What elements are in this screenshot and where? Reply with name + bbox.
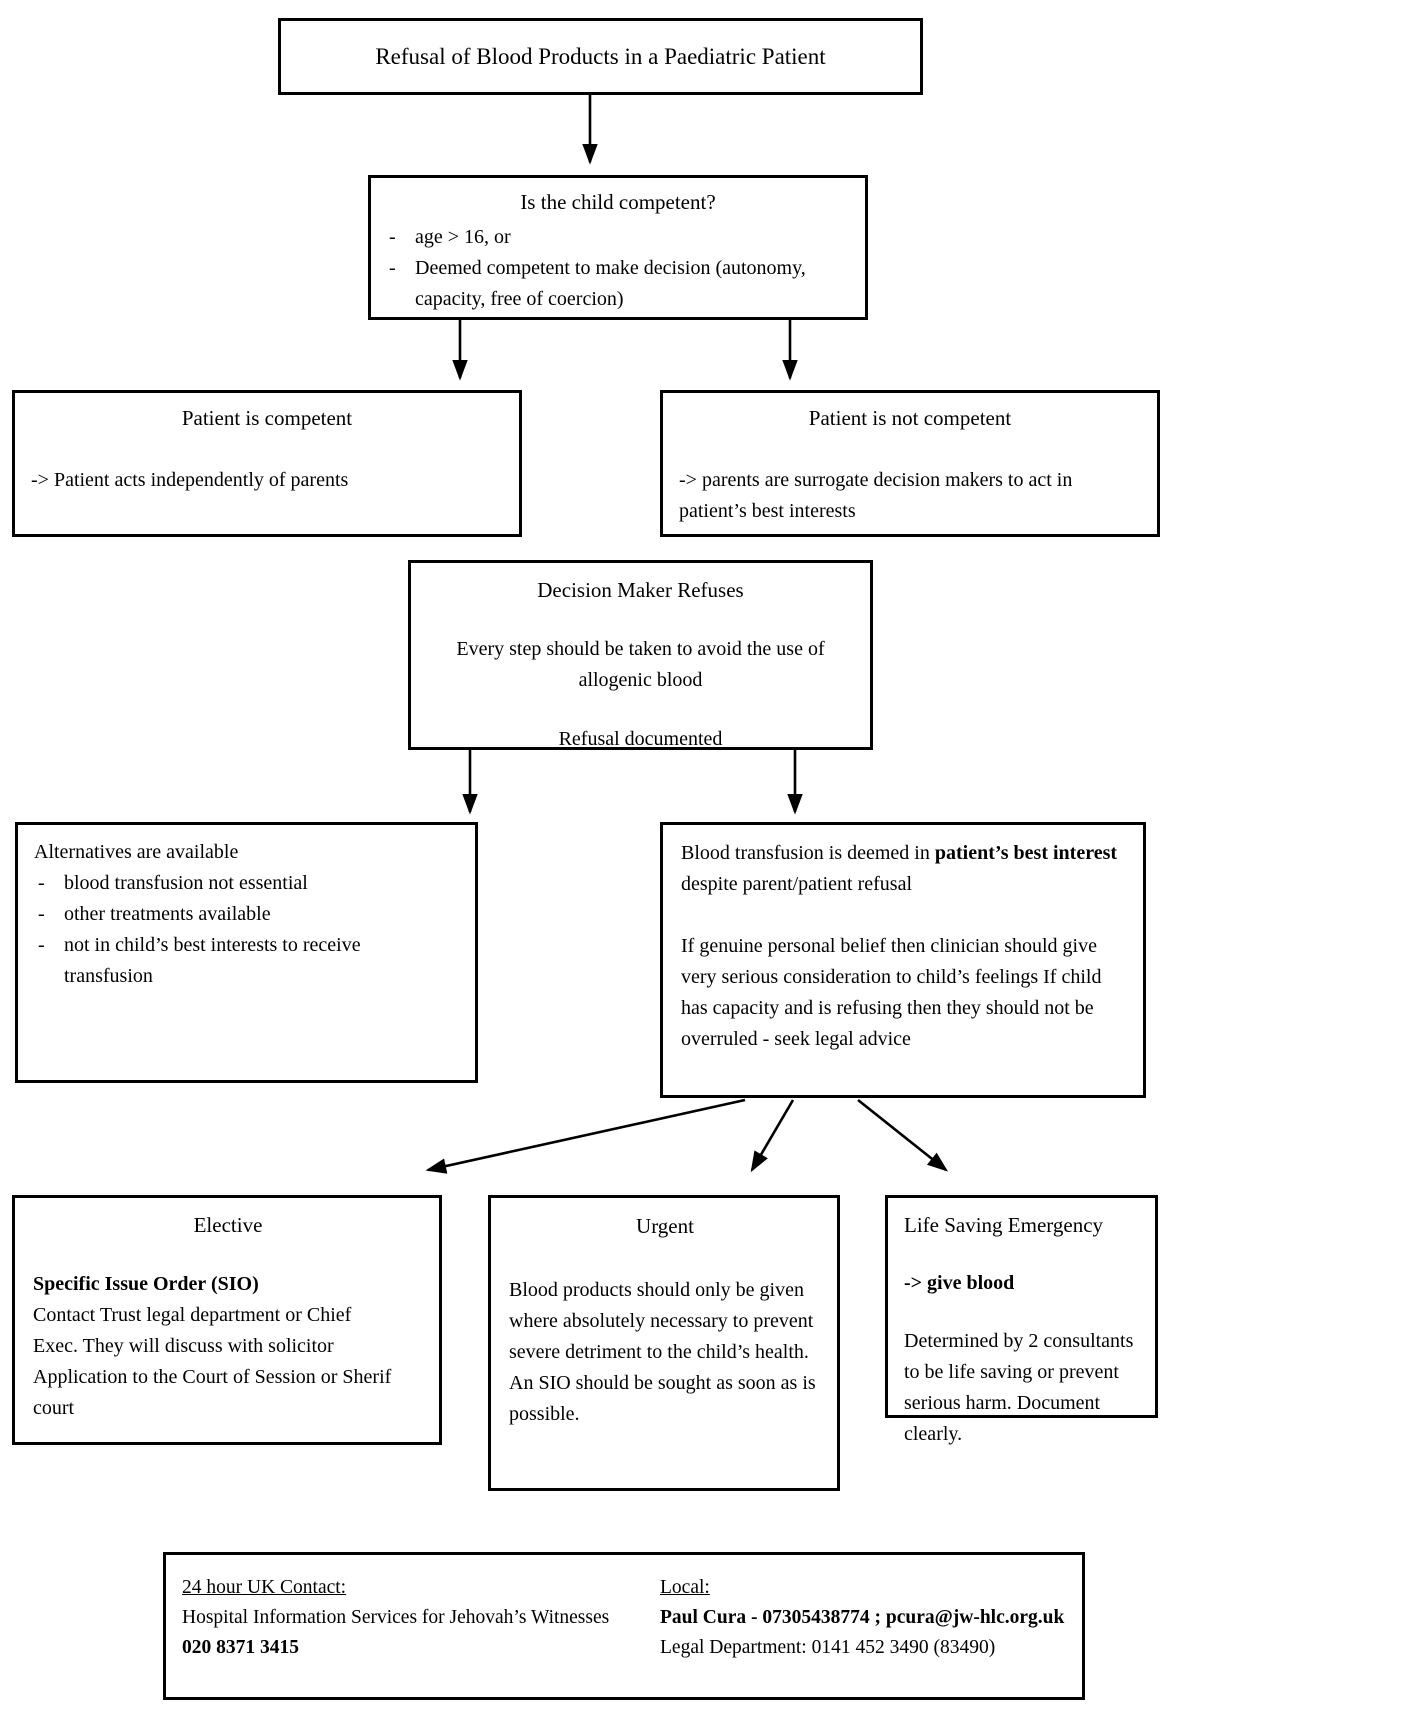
urgent-node: Urgent Blood products should only be giv… (488, 1195, 840, 1491)
emergency-node: Life Saving Emergency -> give blood Dete… (885, 1195, 1158, 1445)
title-node: Refusal of Blood Products in a Paediatri… (278, 18, 923, 95)
node-title: Alternatives are available (34, 841, 239, 863)
contact-uk-phone: 020 8371 3415 (182, 1637, 299, 1658)
contact-uk-label: 24 hour UK Contact: (182, 1577, 347, 1598)
alternatives-node: Alternatives are available - blood trans… (15, 822, 478, 1083)
node-body: Contact Trust legal department or Chief … (33, 1304, 392, 1419)
bullet-dash: - (38, 872, 45, 894)
node-title: Decision Maker Refuses (537, 578, 744, 602)
bullet-text: other treatments available (64, 903, 271, 925)
node-body: Blood products should only be given wher… (509, 1279, 816, 1425)
question-bullet-1: - age > 16, or (385, 222, 851, 253)
node-title: Urgent (636, 1214, 694, 1238)
contact-local-column: Local: Paul Cura - 07305438774 ; pcura@j… (660, 1573, 1072, 1697)
best-interest-node: Blood transfusion is deemed in patient’s… (660, 822, 1146, 1098)
question-title: Is the child competent? (520, 190, 716, 214)
decision-refuses-node: Decision Maker Refuses Every step should… (408, 560, 873, 750)
contact-local-contact: Paul Cura - 07305438774 ; pcura@jw-hlc.o… (660, 1607, 1065, 1628)
bullet-dash: - (38, 934, 45, 956)
bullet-text: Deemed competent to make decision (auton… (415, 257, 806, 310)
elective-node: Elective Specific Issue Order (SIO) Cont… (12, 1195, 442, 1445)
node-body: -> Patient acts independently of parents (31, 469, 349, 491)
connector-best-interest-to-emergency (857, 1098, 949, 1172)
node-title: Patient is competent (181, 406, 353, 430)
bullet-dash: - (389, 226, 396, 248)
bullet-text: age > 16, or (415, 226, 511, 248)
competence-question-node: Is the child competent? - age > 16, or -… (368, 175, 868, 320)
emergency-action: -> give blood (904, 1272, 1015, 1294)
patient-not-competent-node: Patient is not competent -> parents are … (660, 390, 1160, 537)
alternatives-bullet-1: - blood transfusion not essential (34, 868, 461, 899)
node-body: Determined by 2 consultants to be life s… (904, 1330, 1134, 1445)
contact-uk-org: Hospital Information Services for Jehova… (182, 1607, 610, 1628)
bullet-text: blood transfusion not essential (64, 872, 308, 894)
bullet-dash: - (38, 903, 45, 925)
connector-best-interest-to-urgent (750, 1099, 795, 1173)
alternatives-bullet-3: - not in child’s best interests to recei… (34, 930, 461, 992)
node-footer: Refusal documented (558, 728, 723, 750)
contact-uk-column: 24 hour UK Contact: Hospital Information… (182, 1573, 660, 1697)
elective-heading: Specific Issue Order (SIO) (33, 1273, 259, 1295)
node-body: Every step should be taken to avoid the … (456, 638, 825, 691)
best-interest-paragraph-1: Blood transfusion is deemed in patient’s… (681, 838, 1127, 900)
contact-box: 24 hour UK Contact: Hospital Information… (163, 1552, 1085, 1700)
node-title: Life Saving Emergency (904, 1213, 1104, 1237)
node-body: -> parents are surrogate decision makers… (679, 469, 1073, 522)
best-interest-paragraph-2: If genuine personal belief then clinicia… (681, 935, 1102, 1050)
bullet-dash: - (389, 257, 396, 279)
p1-bold: patient’s best interest (934, 842, 1118, 864)
p1-suffix: despite parent/patient refusal (681, 873, 913, 895)
patient-competent-node: Patient is competent -> Patient acts ind… (12, 390, 522, 537)
p1-prefix: Blood transfusion is deemed in (681, 842, 935, 864)
page-title: Refusal of Blood Products in a Paediatri… (375, 44, 826, 69)
question-bullet-2: - Deemed competent to make decision (aut… (385, 253, 851, 315)
node-title: Patient is not competent (808, 406, 1012, 430)
node-title: Elective (193, 1213, 263, 1237)
contact-local-label: Local: (660, 1577, 710, 1598)
elective-text: Specific Issue Order (SIO) Contact Trust… (33, 1269, 393, 1424)
connector-best-interest-to-elective (425, 1098, 746, 1174)
bullet-text: not in child’s best interests to receive… (64, 934, 361, 987)
contact-local-legal: Legal Department: 0141 452 3490 (83490) (660, 1637, 996, 1658)
alternatives-bullet-2: - other treatments available (34, 899, 461, 930)
